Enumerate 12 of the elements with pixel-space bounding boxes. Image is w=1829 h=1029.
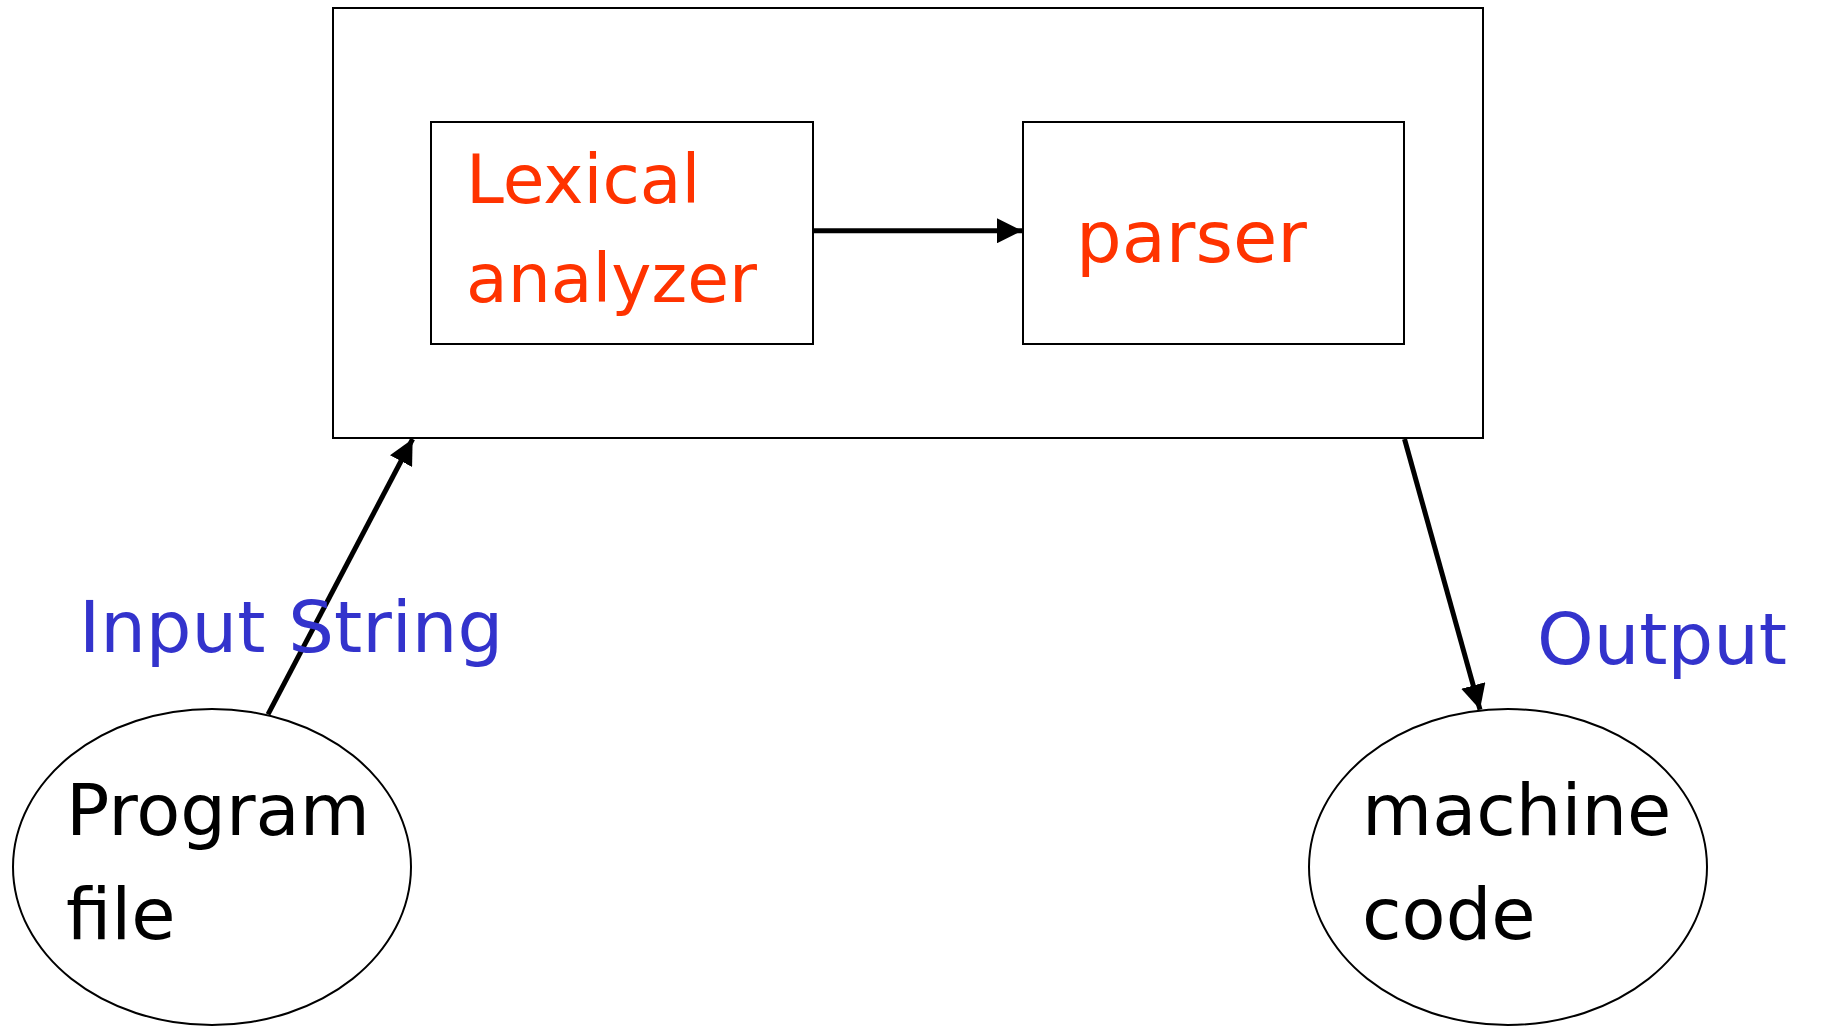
- arrow: [814, 218, 1022, 244]
- node-label: machine code: [1362, 767, 1673, 959]
- node-label: Program file: [66, 767, 371, 959]
- node-label: parser: [1076, 194, 1308, 281]
- file-ellipse: [12, 708, 412, 1026]
- system-box: [332, 7, 1484, 439]
- output-ellipse: [1308, 708, 1708, 1026]
- process-box: [1022, 121, 1405, 345]
- arrow: [1402, 438, 1486, 711]
- node-label: Lexical analyzer: [466, 139, 759, 320]
- edge-label: Output: [1537, 597, 1788, 681]
- process-box: [430, 121, 814, 345]
